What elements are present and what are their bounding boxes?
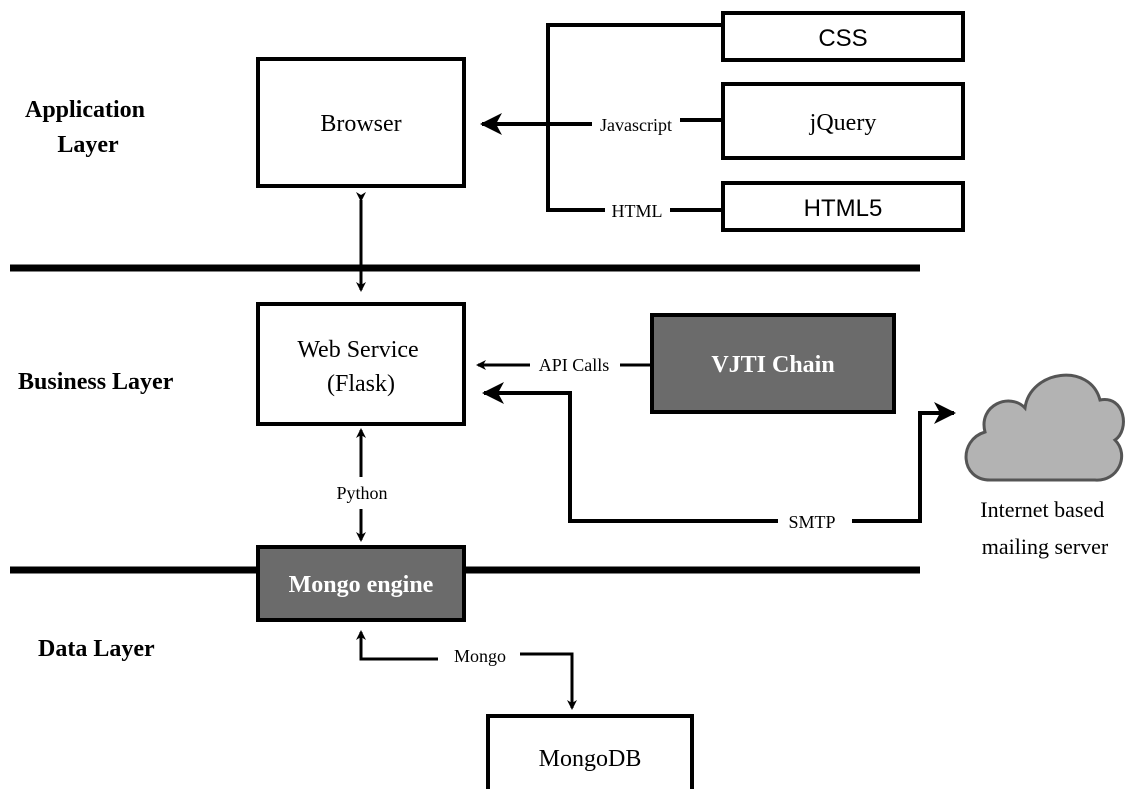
data-layer-label: Data Layer — [38, 636, 155, 662]
mongo-to-engine-arrow — [356, 630, 438, 661]
application-layer-label: Application Layer — [25, 97, 151, 158]
smtp-to-webservice-arrow — [482, 382, 778, 523]
vjti-chain-label: VJTI Chain — [711, 352, 834, 378]
mongodb-label: MongoDB — [539, 746, 642, 772]
cloud-icon — [964, 373, 1125, 482]
python-label: Python — [336, 483, 387, 503]
cloud-label: Internet based mailing server — [980, 497, 1110, 559]
smtp-label: SMTP — [788, 512, 835, 532]
css-label: CSS — [818, 25, 867, 52]
web-service-box — [256, 302, 466, 426]
html-label: HTML — [612, 201, 663, 221]
mongodb-box — [486, 714, 694, 789]
css-connector — [546, 23, 723, 212]
mongo-engine-box — [256, 545, 466, 622]
mongo-label: Mongo — [454, 646, 506, 666]
web-service-label: Web Service (Flask) — [297, 337, 424, 397]
smtp-to-cloud-arrow — [852, 402, 956, 523]
html5-box — [721, 181, 965, 232]
api-calls-label: API Calls — [539, 355, 610, 375]
jquery-label: jQuery — [809, 110, 877, 136]
mongo-to-db-arrow — [520, 652, 577, 710]
browser-box — [256, 57, 466, 188]
business-layer-label: Business Layer — [18, 369, 174, 395]
browser-label: Browser — [320, 111, 401, 137]
javascript-label: Javascript — [600, 115, 672, 135]
mongo-engine-label: Mongo engine — [289, 572, 434, 598]
css-box — [721, 11, 965, 62]
html5-label: HTML5 — [804, 195, 883, 222]
